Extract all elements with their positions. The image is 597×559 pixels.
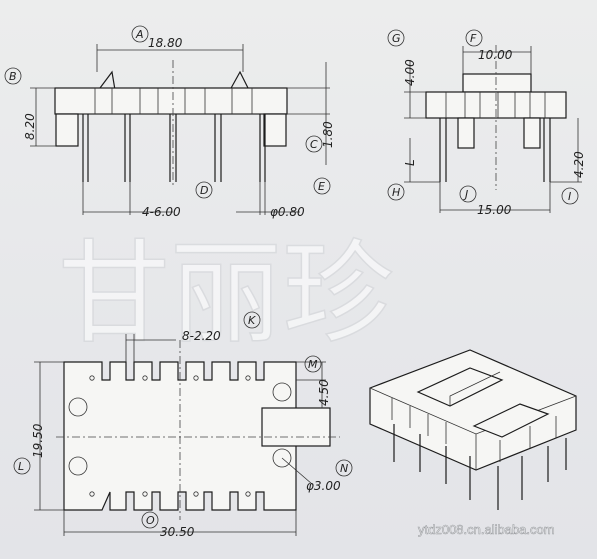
svg-text:M: M bbox=[308, 358, 318, 371]
ref-marker-o: O bbox=[141, 511, 159, 529]
dim-side-height: 4.00 bbox=[403, 59, 417, 86]
dim-side-width: 15.00 bbox=[477, 203, 512, 217]
svg-text:L: L bbox=[18, 460, 24, 473]
svg-text:D: D bbox=[200, 184, 208, 197]
dim-base-width: 30.50 bbox=[160, 525, 195, 539]
top-view: 8-2.20 4.50 19.50 φ3.00 30.50 bbox=[31, 329, 341, 539]
dim-slot-height: 4.50 bbox=[317, 379, 331, 406]
svg-text:F: F bbox=[470, 32, 477, 45]
reference-markers: A B C D E F G H I J K L M N O bbox=[4, 25, 579, 529]
dim-pin-length: L bbox=[403, 159, 417, 166]
ref-marker-f: F bbox=[465, 29, 483, 47]
source-credit: ytdz008.cn.alibaba.com bbox=[418, 522, 555, 537]
svg-text:C: C bbox=[310, 138, 318, 151]
dim-slot-pitch: 8-2.20 bbox=[182, 329, 221, 343]
ref-marker-a: A bbox=[131, 25, 149, 43]
dim-height: 8.20 bbox=[23, 113, 37, 140]
ref-marker-h: H bbox=[387, 183, 405, 201]
side-view: 10.00 4.00 L 4.20 15.00 bbox=[403, 45, 586, 217]
ref-marker-m: M bbox=[304, 355, 322, 373]
svg-text:O: O bbox=[146, 514, 155, 527]
svg-text:I: I bbox=[568, 190, 571, 203]
ref-marker-l: L bbox=[13, 457, 31, 475]
watermark-text: 甘丽珍 bbox=[58, 229, 394, 359]
dim-pin-pitch: 4-6.00 bbox=[142, 205, 181, 219]
front-view: 18.80 8.20 1.80 4-6.00 φ0.80 bbox=[23, 36, 335, 219]
svg-text:G: G bbox=[392, 32, 401, 45]
ref-marker-e: E bbox=[313, 177, 331, 195]
ref-marker-n: N bbox=[335, 459, 353, 477]
dim-overall-width: 18.80 bbox=[148, 36, 183, 50]
svg-text:J: J bbox=[463, 188, 468, 201]
svg-text:A: A bbox=[135, 28, 144, 41]
dim-hole-dia: φ3.00 bbox=[306, 479, 341, 493]
ref-marker-g: G bbox=[387, 29, 405, 47]
dim-pin-dia: φ0.80 bbox=[270, 205, 305, 219]
ref-marker-k: K bbox=[243, 311, 261, 329]
dim-top-width: 10.00 bbox=[478, 48, 513, 62]
ref-marker-i: I bbox=[561, 187, 579, 205]
ref-marker-d: D bbox=[195, 181, 213, 199]
svg-text:K: K bbox=[248, 314, 256, 327]
ref-marker-j: J bbox=[459, 185, 477, 203]
svg-text:N: N bbox=[340, 462, 348, 475]
svg-text:B: B bbox=[9, 70, 17, 83]
dim-flange: 1.80 bbox=[321, 121, 335, 148]
dim-base-height: 19.50 bbox=[31, 423, 45, 458]
isometric-view bbox=[369, 349, 577, 510]
ref-marker-c: C bbox=[305, 135, 323, 153]
svg-text:E: E bbox=[318, 180, 325, 193]
dim-pin-out: 4.20 bbox=[572, 151, 586, 178]
svg-text:H: H bbox=[392, 186, 400, 199]
ref-marker-b: B bbox=[4, 67, 22, 85]
